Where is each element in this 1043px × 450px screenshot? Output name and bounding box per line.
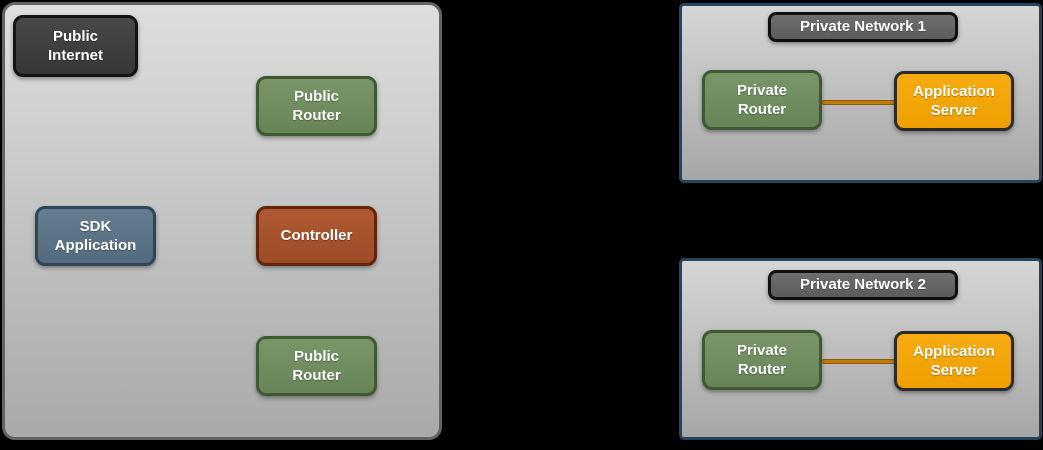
private-network-2-zone: Private Network 2 Private Router Applica… [679,258,1042,440]
public-router-bottom-node: Public Router [256,336,377,396]
controller-node: Controller [256,206,377,266]
public-internet-label-box: Public Internet [13,15,138,77]
router-server-link-2 [822,359,896,364]
private-router-1-node: Private Router [702,70,822,130]
private-network-2-title: Private Network 2 [768,270,958,300]
public-router-top-node: Public Router [256,76,377,136]
private-network-1-title: Private Network 1 [768,12,958,42]
router-server-link-1 [822,100,896,105]
private-network-1-zone: Private Network 1 Private Router Applica… [679,3,1042,183]
public-internet-zone: Public Internet Public Router SDK Applic… [2,2,442,440]
sdk-application-node: SDK Application [35,206,156,266]
application-server-1-node: Application Server [894,71,1014,131]
application-server-2-node: Application Server [894,331,1014,391]
private-router-2-node: Private Router [702,330,822,390]
